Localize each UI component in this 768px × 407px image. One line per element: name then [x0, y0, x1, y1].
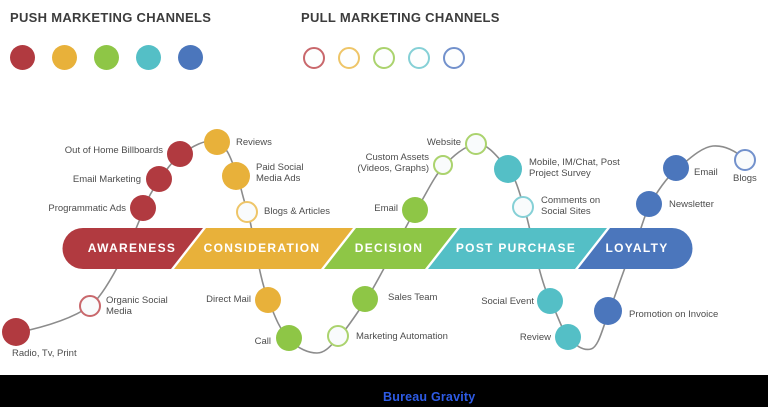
stage-label-consideration: CONSIDERATION	[203, 241, 321, 255]
node-marketing-automation	[327, 325, 349, 347]
push-legend-dots	[10, 45, 203, 70]
node-custom-assets	[433, 155, 453, 175]
pull-channel-dot-4	[443, 47, 465, 69]
label-blogs-and-articles: Blogs & Articles	[264, 206, 330, 217]
label-email-decision: Email	[374, 203, 398, 214]
stage-segment-decision	[324, 228, 457, 269]
label-review: Review	[519, 332, 551, 343]
push-channel-dot-2	[94, 45, 119, 70]
label-social-event: Social Event	[481, 296, 534, 307]
stage-segment-consideration	[174, 228, 353, 269]
node-newsletter	[636, 191, 662, 217]
label-organic-social-media: Organic Social Media	[106, 295, 168, 318]
footer-bar	[0, 375, 768, 407]
node-organic-social-media	[79, 295, 101, 317]
pull-channel-dot-2	[373, 47, 395, 69]
node-programmatic-ads	[130, 195, 156, 221]
label-programmatic-ads: Programmatic Ads	[48, 203, 126, 214]
label-marketing-automation: Marketing Automation	[356, 331, 448, 342]
push-channel-dot-3	[136, 45, 161, 70]
node-sales-team	[352, 286, 378, 312]
stage-label-awareness: AWARENESS	[87, 241, 177, 255]
node-social-event	[537, 288, 563, 314]
node-email-decision	[402, 197, 428, 223]
label-sales-team: Sales Team	[388, 292, 438, 303]
label-reviews: Reviews	[236, 137, 272, 148]
label-blogs: Blogs	[733, 173, 757, 184]
push-channel-dot-0	[10, 45, 35, 70]
stage-label-decision: DECISION	[354, 241, 424, 255]
pull-channel-dot-1	[338, 47, 360, 69]
node-email-loyalty	[663, 155, 689, 181]
node-paid-social-media-ads	[222, 162, 250, 190]
push-channel-dot-4	[178, 45, 203, 70]
node-call	[276, 325, 302, 351]
label-email-marketing: Email Marketing	[72, 174, 141, 185]
label-mobile-im-chat-survey: Mobile, IM/Chat, Post Project Survey	[529, 157, 620, 180]
pull-channel-dot-0	[303, 47, 325, 69]
label-radio-tv-print: Radio, Tv, Print	[12, 348, 77, 359]
push-channel-dot-1	[52, 45, 77, 70]
label-comments-on-social-sites: Comments on Social Sites	[541, 195, 601, 218]
node-blogs	[734, 149, 756, 171]
stage-label-loyalty: LOYALTY	[605, 241, 669, 255]
label-custom-assets: Custom Assets (Videos, Graphs)	[357, 152, 429, 175]
node-direct-mail	[255, 287, 281, 313]
label-website: Website	[426, 137, 461, 148]
node-promotion-on-invoice	[594, 297, 622, 325]
pull-channel-dot-3	[408, 47, 430, 69]
pull-legend-title: PULL MARKETING CHANNELS	[301, 10, 500, 25]
label-out-of-home-billboards: Out of Home Billboards	[64, 145, 163, 156]
brand-text: Bureau Gravity	[383, 390, 476, 404]
push-legend-title: PUSH MARKETING CHANNELS	[10, 10, 212, 25]
node-radio-tv-print	[2, 318, 30, 346]
stage-segment-post-purchase	[428, 228, 607, 269]
stage-segment-awareness	[62, 228, 203, 269]
node-out-of-home-billboards	[167, 141, 193, 167]
label-paid-social-media-ads: Paid Social Media Ads	[256, 162, 304, 185]
node-website	[465, 133, 487, 155]
node-review	[555, 324, 581, 350]
stage-segment-loyalty	[578, 228, 693, 269]
stage-label-post-purchase: POST PURCHASE	[455, 241, 577, 255]
node-mobile-im-chat-survey	[494, 155, 522, 183]
label-newsletter: Newsletter	[669, 199, 714, 210]
node-comments-on-social-sites	[512, 196, 534, 218]
pull-legend-dots	[303, 47, 465, 69]
label-promotion-on-invoice: Promotion on Invoice	[629, 309, 719, 320]
label-call: Call	[254, 336, 271, 347]
node-reviews	[204, 129, 230, 155]
node-email-marketing	[146, 166, 172, 192]
node-blogs-and-articles	[236, 201, 258, 223]
label-email-loyalty: Email	[694, 167, 718, 178]
label-direct-mail: Direct Mail	[206, 294, 251, 305]
